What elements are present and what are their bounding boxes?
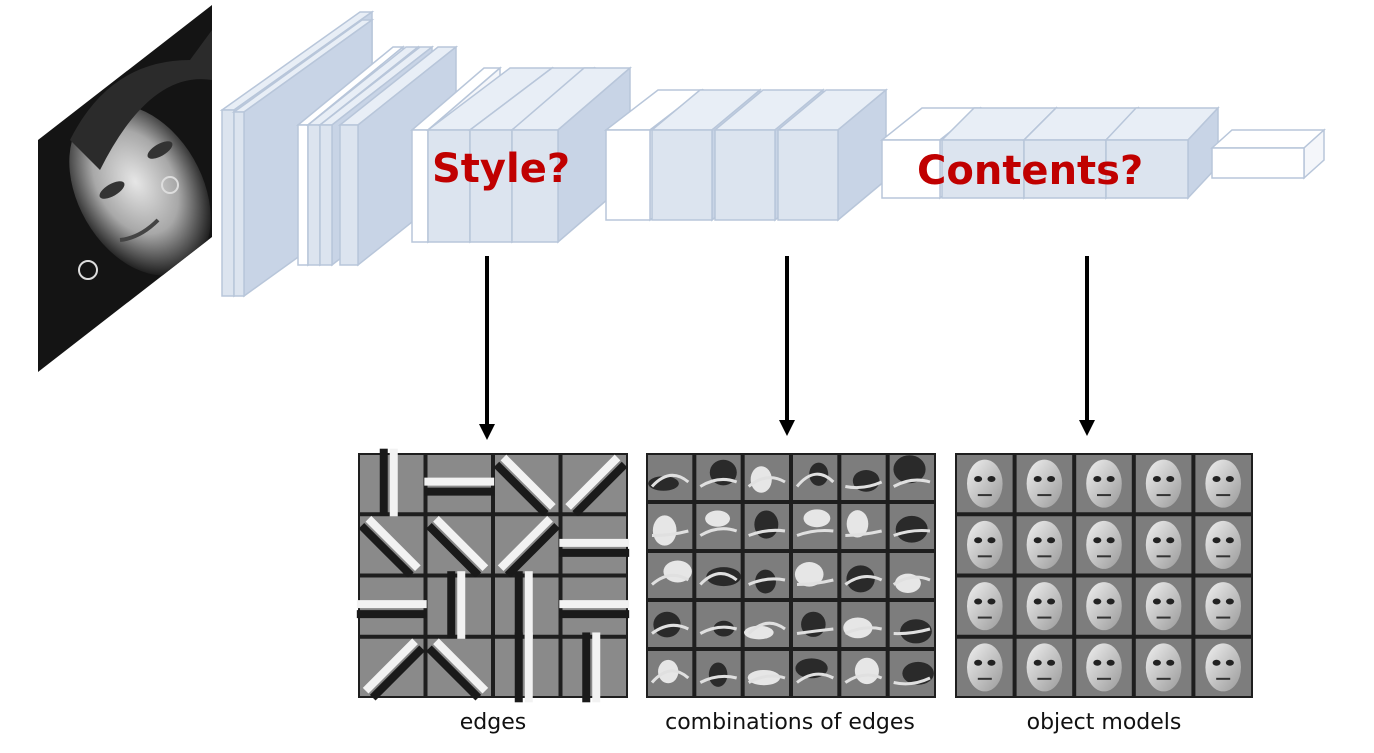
feature-cell — [696, 455, 741, 500]
feature-cell — [1016, 638, 1073, 696]
down-arrow-icon — [779, 256, 795, 436]
feature-cell — [559, 577, 630, 635]
edge-combinations-feature-panel — [646, 453, 936, 698]
feature-cell — [426, 515, 491, 579]
feature-cell — [1195, 638, 1251, 696]
feature-cell — [889, 553, 934, 598]
feature-cell — [1195, 577, 1251, 635]
feature-cell — [356, 577, 427, 635]
feature-cell — [426, 638, 491, 701]
feature-cell — [696, 651, 741, 696]
feature-cell — [696, 553, 741, 598]
down-arrow-icon — [1079, 256, 1095, 436]
feature-cell — [889, 602, 934, 647]
feature-cell — [562, 632, 626, 703]
feature-cell — [360, 638, 425, 701]
edges-caption: edges — [459, 710, 527, 735]
feature-cell — [1016, 516, 1073, 574]
feature-cell — [1076, 638, 1132, 696]
feature-cell — [696, 504, 741, 549]
feature-cell — [957, 638, 1013, 696]
feature-cell — [1016, 577, 1073, 635]
cnn-layers — [219, 10, 1326, 298]
feature-cell — [1195, 516, 1251, 574]
feature-cell — [841, 602, 886, 647]
feature-cell — [562, 454, 628, 517]
feature-cell — [744, 455, 789, 500]
contents-label: Contents? — [917, 148, 1144, 194]
feature-cell — [1135, 638, 1192, 696]
feature-cell — [1076, 577, 1132, 635]
feature-cell — [889, 651, 934, 696]
feature-cell — [1135, 455, 1192, 513]
feature-cell — [957, 455, 1013, 513]
feature-cell — [1076, 455, 1132, 513]
feature-cell — [360, 448, 424, 519]
style-label: Style? — [432, 146, 571, 192]
feature-cell — [793, 651, 838, 696]
cnn-layer-block — [1210, 128, 1326, 180]
feature-cell — [493, 454, 559, 517]
feature-cell — [424, 455, 495, 513]
cnn-layer-block — [337, 45, 459, 267]
feature-cell — [648, 455, 693, 500]
feature-cell — [696, 602, 741, 647]
input-image — [38, 5, 212, 372]
feature-cell — [427, 571, 491, 642]
feature-cell — [1135, 516, 1192, 574]
feature-cell — [793, 553, 838, 598]
cnn-layer-block — [775, 88, 889, 222]
feature-cell — [841, 504, 886, 549]
cnn-layer-block — [1104, 106, 1220, 200]
combinations-caption: combinations of edges — [665, 710, 915, 735]
feature-cell — [559, 516, 630, 574]
feature-cell — [1195, 455, 1251, 513]
feature-cell — [1016, 455, 1073, 513]
feature-cell — [841, 553, 886, 598]
feature-cell — [358, 515, 424, 579]
feature-cell — [841, 651, 886, 696]
feature-cell — [957, 516, 1013, 574]
feature-cell — [1135, 577, 1192, 635]
down-arrow-icon — [479, 256, 495, 440]
feature-cell — [495, 571, 559, 642]
object-models-caption: object models — [1026, 710, 1182, 735]
feature-cell — [648, 504, 693, 549]
feature-cell — [889, 455, 934, 500]
feature-cell — [793, 455, 838, 500]
feature-cell — [744, 504, 789, 549]
feature-cell — [495, 632, 559, 703]
feature-cell — [648, 553, 693, 598]
feature-cell — [744, 651, 789, 696]
feature-cell — [957, 577, 1013, 635]
feature-cell — [495, 515, 560, 579]
feature-cell — [1076, 516, 1132, 574]
feature-cell — [744, 602, 789, 647]
feature-cell — [841, 455, 886, 500]
feature-cell — [793, 602, 838, 647]
feature-cell — [648, 651, 693, 696]
feature-cell — [648, 602, 693, 647]
object-models-feature-panel — [955, 453, 1253, 698]
feature-cell — [744, 553, 789, 598]
feature-cell — [793, 504, 838, 549]
edges-feature-panel — [356, 448, 630, 703]
feature-cell — [889, 504, 934, 549]
